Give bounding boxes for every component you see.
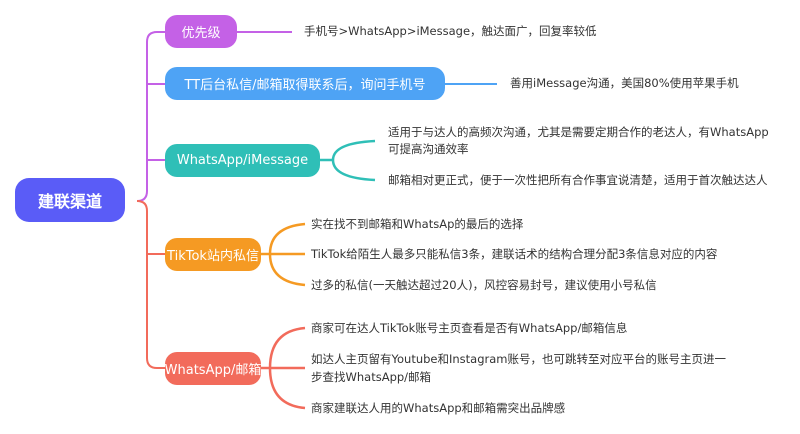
branch-tiktok-dm[interactable]: TikTok站内私信	[165, 238, 261, 271]
branch-whatsapp-imessage[interactable]: WhatsApp/iMessage	[165, 144, 320, 177]
branch-priority[interactable]: 优先级	[165, 15, 237, 48]
leaf-wa-im-1b: 可提高沟通效率	[388, 142, 469, 156]
leaf-wa-email-2: 如达人主页留有Youtube和Instagram账号，也可跳转至对应平台的账号主…	[311, 352, 726, 366]
leaf-wa-im-2: 邮箱相对更正式，便于一次性把所有合作事宜说清楚，适用于首次触达达人	[388, 173, 768, 187]
branch-whatsapp-email[interactable]: WhatsApp/邮箱	[165, 352, 261, 385]
leaf-wa-email-1: 商家可在达人TikTok账号主页查看是否有WhatsApp/邮箱信息	[311, 321, 628, 335]
leaf-wa-email-2b: 步查找WhatsApp/邮箱	[311, 370, 432, 384]
root-node[interactable]: 建联渠道	[15, 178, 125, 222]
branch-tt-backend[interactable]: TT后台私信/邮箱取得联系后，询问手机号	[165, 67, 445, 100]
leaf-wa-im-1: 适用于与达人的高频次沟通，尤其是需要定期合作的老达人，有WhatsApp	[388, 125, 769, 139]
leaf-wa-email-3: 商家建联达人用的WhatsApp和邮箱需突出品牌感	[311, 401, 566, 415]
leaf-tiktok-2: TikTok给陌生人最多只能私信3条，建联话术的结构合理分配3条信息对应的内容	[311, 247, 718, 261]
leaf-tt-backend: 善用iMessage沟通，美国80%使用苹果手机	[510, 76, 739, 90]
leaf-tiktok-3: 过多的私信(一天触达超过20人)，风控容易封号，建议使用小号私信	[311, 278, 657, 292]
leaf-priority: 手机号>WhatsApp>iMessage，触达面广，回复率较低	[304, 24, 597, 38]
leaf-tiktok-1: 实在找不到邮箱和WhatsAp的最后的选择	[311, 217, 524, 231]
